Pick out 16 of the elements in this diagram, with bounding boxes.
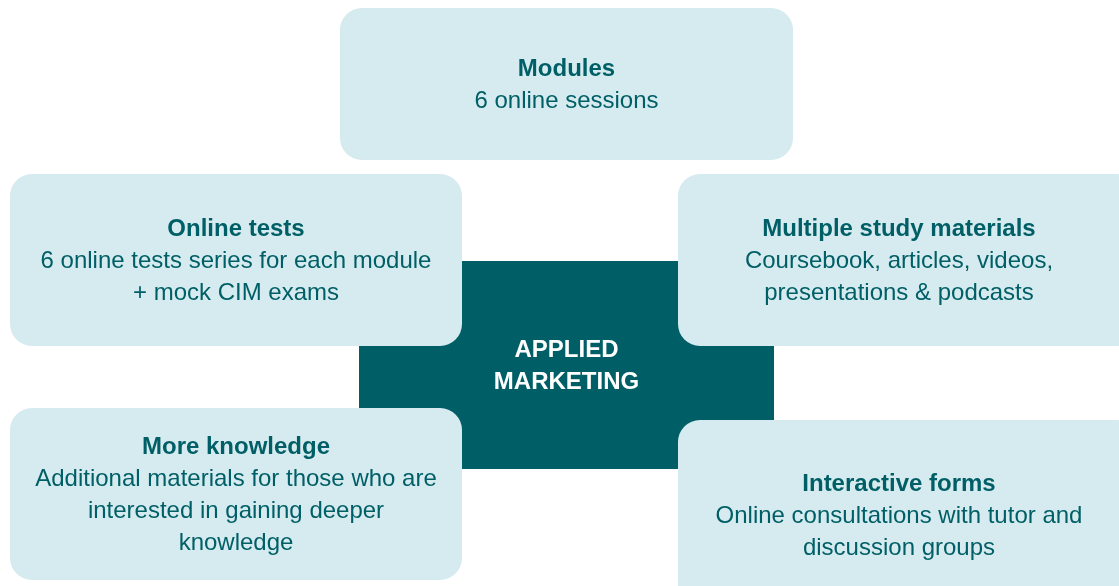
- box-heading: Interactive forms: [802, 468, 996, 498]
- box-description: 6 online sessions: [474, 85, 659, 115]
- box-heading: Modules: [517, 53, 616, 83]
- box-description: 6 online tests series for each module + mock CIM exams: [39, 245, 433, 307]
- box-heading: Multiple study materials: [762, 213, 1036, 243]
- topic-box: [678, 174, 1119, 346]
- box-heading: Online tests: [167, 213, 305, 243]
- topic-box: [678, 420, 1119, 586]
- topic-box: [340, 8, 793, 160]
- topic-box: [10, 408, 462, 580]
- box-description: Additional materials for those who are interested in gaining deeper knowledge: [34, 463, 438, 557]
- center-title: APPLIED MARKETING: [492, 334, 641, 396]
- box-heading: More knowledge: [142, 431, 330, 461]
- topic-box: [10, 174, 462, 346]
- box-description: Coursebook, articles, videos, presentations & podcasts: [743, 245, 1055, 307]
- box-description: Online consultations with tutor and discussion groups: [714, 500, 1084, 562]
